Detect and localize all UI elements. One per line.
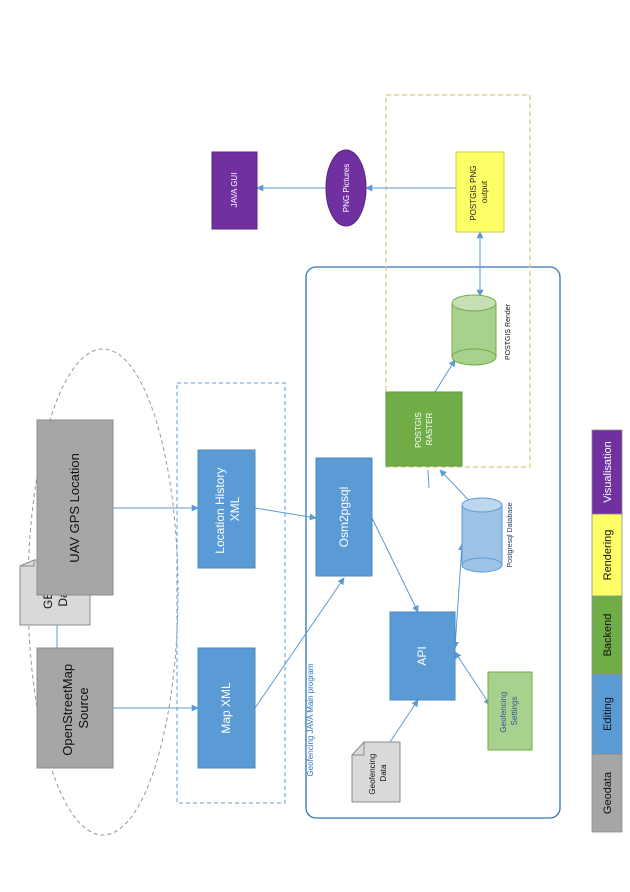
png-pictures-node: PNG Pictures [325, 149, 367, 227]
legend-label-visualisation: Visualisation [602, 441, 614, 503]
geofencing-data-node: Geofencing Data [351, 741, 401, 803]
location-history-label-line2: XML [228, 496, 242, 521]
arrow-osm2pgsql-to-raster [427, 469, 430, 489]
svg-text:POSTGIS RASTER: POSTGIS RASTER [414, 410, 434, 448]
svg-text:Location History XML: Location History XML [213, 464, 242, 553]
openstreetmap-source-label-line1: OpenStreetMap [60, 664, 75, 756]
postgresql-database-node: Postgresql Database [461, 497, 514, 573]
postgis-png-output-label-line1: POSTGIS PNG [469, 166, 478, 221]
postgis-raster-node: POSTGIS RASTER [385, 391, 463, 467]
legend-label-geodata: Geodata [602, 771, 614, 814]
svg-text:Geofencing Data: Geofencing Data [368, 751, 388, 794]
svg-text:POSTGIS PNG output: POSTGIS PNG output [469, 163, 489, 220]
arrow-mapxml-to-osm2pgsql [254, 577, 345, 709]
java-gui-label: JAVA GUI [230, 173, 239, 208]
postgis-render-label: POSTGIS Render [505, 303, 512, 360]
svg-text:OpenStreetMap Source: OpenStreetMap Source [60, 660, 91, 755]
java-gui-node: JAVA GUI [211, 151, 258, 230]
postgresql-database-label: Postgresql Database [507, 502, 514, 567]
legend-label-backend: Backend [602, 614, 614, 657]
openstreetmap-source-node: OpenStreetMap Source [36, 647, 114, 769]
arrow-history-to-osm2pgsql [254, 507, 317, 521]
osm2pgsql-node: Osm2pgsql [315, 457, 373, 577]
legend-swatch-geodata [591, 753, 623, 833]
api-label: API [415, 646, 429, 665]
legend-swatch-visualisation [591, 429, 623, 515]
location-history-label-line1: Location History [213, 468, 227, 554]
postgis-render-node: POSTGIS Render [451, 294, 512, 366]
osm2pgsql-label: Osm2pgsql [337, 487, 351, 548]
api-node: API [389, 611, 456, 701]
svg-text:Geofencing Settings: Geofencing Settings [499, 689, 519, 732]
geofencing-settings-node: Geofencing Settings [487, 671, 533, 751]
png-pictures-label: PNG Pictures [342, 164, 351, 212]
postgis-png-output-label-line2: output [480, 180, 489, 203]
uav-gps-location-label: UAV GPS Location [67, 453, 82, 563]
geofencing-settings-label-line2: Settings [510, 697, 519, 726]
geofencing-data-label-line2: Data [379, 764, 388, 781]
geofencing-data-label-line1: Geofencing [368, 754, 377, 795]
legend-swatch-editing [591, 673, 623, 755]
arrow-geofencing-data-to-api [389, 699, 419, 743]
postgis-raster-label-line1: POSTGIS [414, 412, 423, 448]
editing-group-outline [176, 382, 286, 804]
location-history-xml-node: Location History XML [197, 449, 256, 569]
main-program-label: Geofencing JAVA Main program [306, 663, 315, 776]
arrow-osm2pgsql-to-api [371, 517, 419, 613]
legend-label-rendering: Rendering [602, 530, 614, 581]
map-xml-node: Map XML [197, 647, 256, 769]
legend-swatch-rendering [591, 513, 623, 597]
postgis-png-output-node: POSTGIS PNG output [455, 151, 505, 233]
arrow-api-settings [454, 651, 491, 706]
openstreetmap-source-label-line2: Source [76, 687, 91, 728]
geofencing-settings-label-line1: Geofencing [499, 692, 508, 733]
color-legend: Geodata Editing Backend Rendering Visualisat… [591, 429, 623, 833]
map-xml-label: Map XML [219, 682, 233, 734]
postgis-raster-label-line2: RASTER [425, 413, 434, 446]
main-program-outline [305, 266, 561, 819]
legend-label-editing: Editing [602, 697, 614, 731]
rendering-group-outline [385, 94, 531, 468]
arrow-api-db [451, 543, 466, 649]
uav-gps-location-node: UAV GPS Location [36, 419, 114, 596]
legend-swatch-backend [591, 595, 623, 675]
